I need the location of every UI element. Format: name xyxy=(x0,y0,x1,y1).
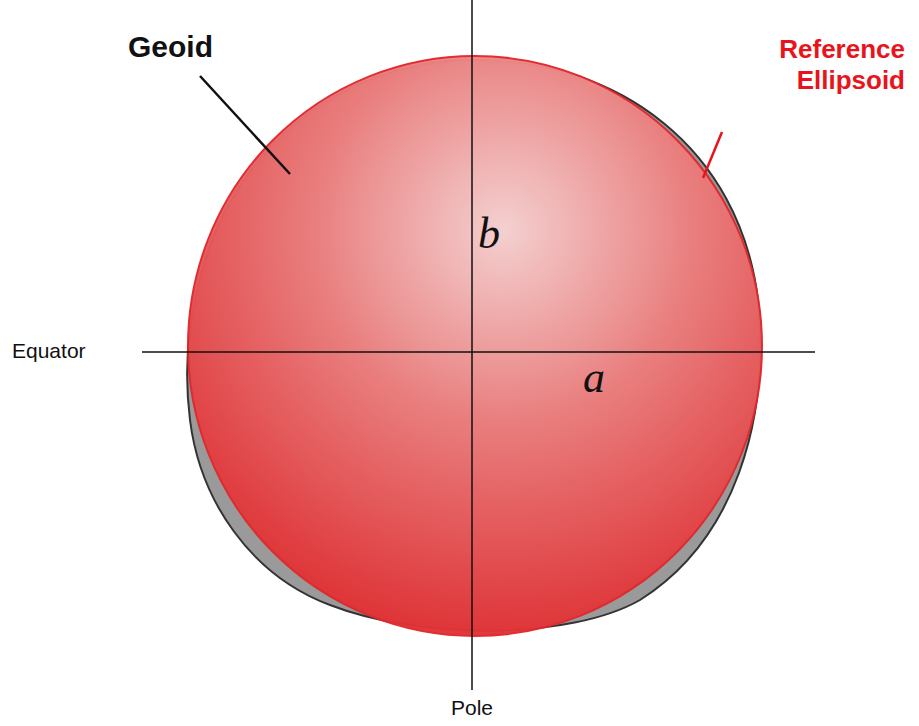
axis-label: b xyxy=(478,208,500,259)
axis-label: a xyxy=(583,352,605,403)
geoid-leader xyxy=(200,76,290,174)
pole-label: Pole xyxy=(451,696,493,720)
reference-ellipsoid-shape xyxy=(188,56,762,636)
polar-axis xyxy=(471,0,473,690)
ellipsoid-leader xyxy=(703,132,722,178)
ellipsoid-label: Reference Ellipsoid xyxy=(735,34,905,96)
geoid-label: Geoid xyxy=(128,30,213,64)
equator-label: Equator xyxy=(12,339,86,363)
equatorial-axis xyxy=(142,351,815,353)
